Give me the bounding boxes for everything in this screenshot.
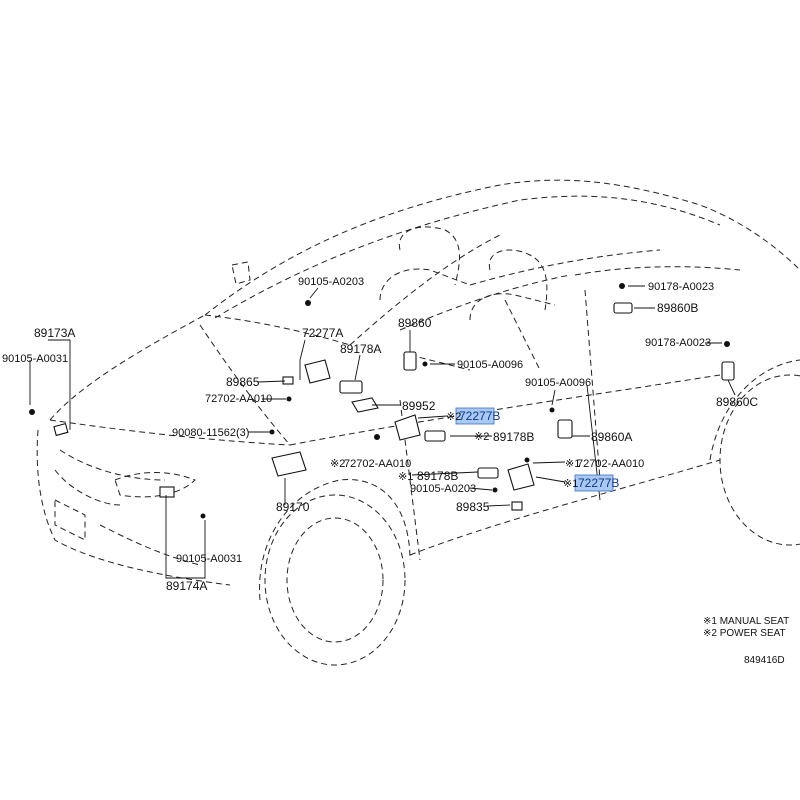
bolt-icon [305, 300, 311, 306]
label-90105-A0031-top[interactable]: 90105-A0031 [2, 353, 68, 365]
bolt-icon [374, 434, 380, 440]
label-90105-A0031-bottom[interactable]: 90105-A0031 [176, 553, 242, 565]
label-89860B[interactable]: 89860B [657, 301, 698, 315]
note2-mark-upper: ※2 [446, 411, 461, 423]
figure-code: 849416D [744, 655, 785, 666]
label-90105-A0203-top[interactable]: 90105-A0203 [298, 276, 364, 288]
label-72277B-lower[interactable]: 72277B [578, 476, 619, 490]
legend-manual-seat: ※1 MANUAL SEAT [703, 616, 789, 627]
leader-lines [29, 285, 736, 579]
sensor-89860B [613, 302, 633, 314]
label-72277B-upper[interactable]: 72277B [459, 409, 500, 423]
label-89170[interactable]: 89170 [276, 500, 310, 514]
label-90178-A0023-mid[interactable]: 90178-A0023 [645, 337, 711, 349]
sensor-89173A [53, 422, 69, 437]
note1-mark-left: ※1 [398, 471, 413, 483]
sensor-89835 [511, 501, 523, 511]
label-72702-AA010-right[interactable]: 72702-AA010 [577, 458, 644, 470]
label-89174A[interactable]: 89174A [166, 579, 207, 593]
label-90080-11562[interactable]: 90080-11562(3) [172, 427, 249, 439]
part-shapes [29, 283, 735, 519]
note2-mark-middle: ※2 [474, 431, 489, 443]
highlight-72277B-upper [455, 407, 495, 425]
car-outline [36, 179, 800, 666]
sensor-89860 [403, 351, 417, 371]
sensor-89860C [721, 361, 735, 381]
sensor-89178B [424, 430, 446, 442]
label-89860[interactable]: 89860 [398, 316, 432, 330]
note2-mark-left: ※2 [330, 458, 345, 470]
label-90105-A0203-mid[interactable]: 90105-A0203 [410, 483, 476, 495]
label-72277A[interactable]: 72277A [302, 326, 343, 340]
label-89952[interactable]: 89952 [402, 399, 436, 413]
sensor-89178A [339, 380, 363, 394]
bolt-icon [200, 513, 206, 519]
airbag-ecu-89170 [271, 451, 307, 477]
label-89860C[interactable]: 89860C [716, 395, 758, 409]
note1-mark-lower: ※1 [563, 478, 578, 490]
label-89178B-lower[interactable]: 89178B [417, 469, 458, 483]
sensor-89178B-lower [477, 467, 499, 479]
sensor-89952 [351, 397, 379, 413]
bracket-72277B-upper [394, 414, 421, 441]
part-labels: 89173A 90105-A0031 90105-A0203 72277A 89… [2, 276, 758, 593]
bolt-icon [524, 457, 530, 463]
bolt-icon [724, 341, 730, 347]
label-90105-A0096-top[interactable]: 90105-A0096 [457, 359, 523, 371]
label-89178A[interactable]: 89178A [340, 342, 381, 356]
bolt-icon [492, 487, 498, 493]
sensor-89174A [159, 486, 175, 498]
connector-89865 [282, 376, 294, 385]
label-72702-AA010-left[interactable]: 72702-AA010 [344, 458, 411, 470]
label-90105-A0096-mid[interactable]: 90105-A0096 [525, 377, 591, 389]
bolt-icon [422, 361, 428, 367]
bolt-icon [286, 396, 292, 402]
bolt-icon [549, 407, 555, 413]
legend-power-seat: ※2 POWER SEAT [703, 628, 786, 639]
sensor-89860A [557, 419, 573, 439]
label-90178-A0023-top[interactable]: 90178-A0023 [648, 281, 714, 293]
label-89835[interactable]: 89835 [456, 500, 490, 514]
bolt-icon [619, 283, 625, 289]
bracket-72277B-lower [507, 463, 535, 491]
label-89860A[interactable]: 89860A [591, 430, 632, 444]
highlight-72277B-lower [574, 474, 614, 492]
bolt-icon [269, 429, 275, 435]
bracket-72277A [304, 359, 331, 384]
label-89173A[interactable]: 89173A [34, 326, 75, 340]
label-72702-AA010[interactable]: 72702-AA010 [205, 393, 272, 405]
note1-mark-right: ※1 [565, 458, 580, 470]
bolt-icon [29, 409, 35, 415]
label-89178B[interactable]: 89178B [493, 430, 534, 444]
label-89865[interactable]: 89865 [226, 375, 260, 389]
legend: ※1 MANUAL SEAT ※2 POWER SEAT 849416D [703, 616, 789, 666]
